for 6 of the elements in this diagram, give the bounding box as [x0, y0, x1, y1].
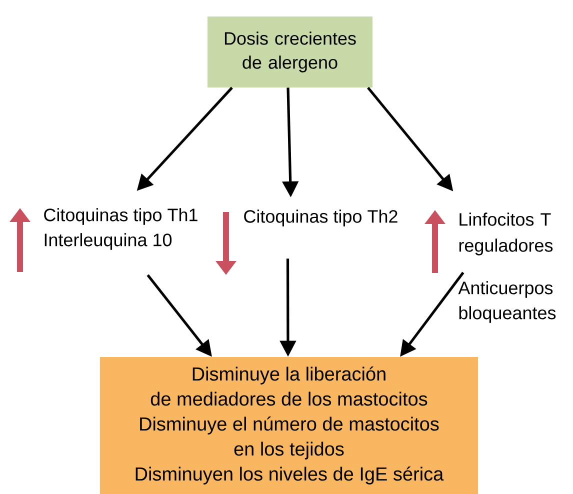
- result-box: Disminuye la liberación de mediadores de los mastocitos Disminuye el número de mastocitos en los tejidos Disminuyen los niveles de IgE sérica: [100, 356, 478, 494]
- node-text: Linfocitos T reguladores: [459, 212, 553, 256]
- note-text: Anticuerpos bloqueantes: [458, 281, 556, 323]
- node-text: Citoquinas tipo Th2: [244, 210, 398, 226]
- node-text: Citoquinas tipo Th1 Interleuquina 10: [44, 208, 198, 250]
- process-box: Dosis crecientes de alergeno: [208, 16, 372, 88]
